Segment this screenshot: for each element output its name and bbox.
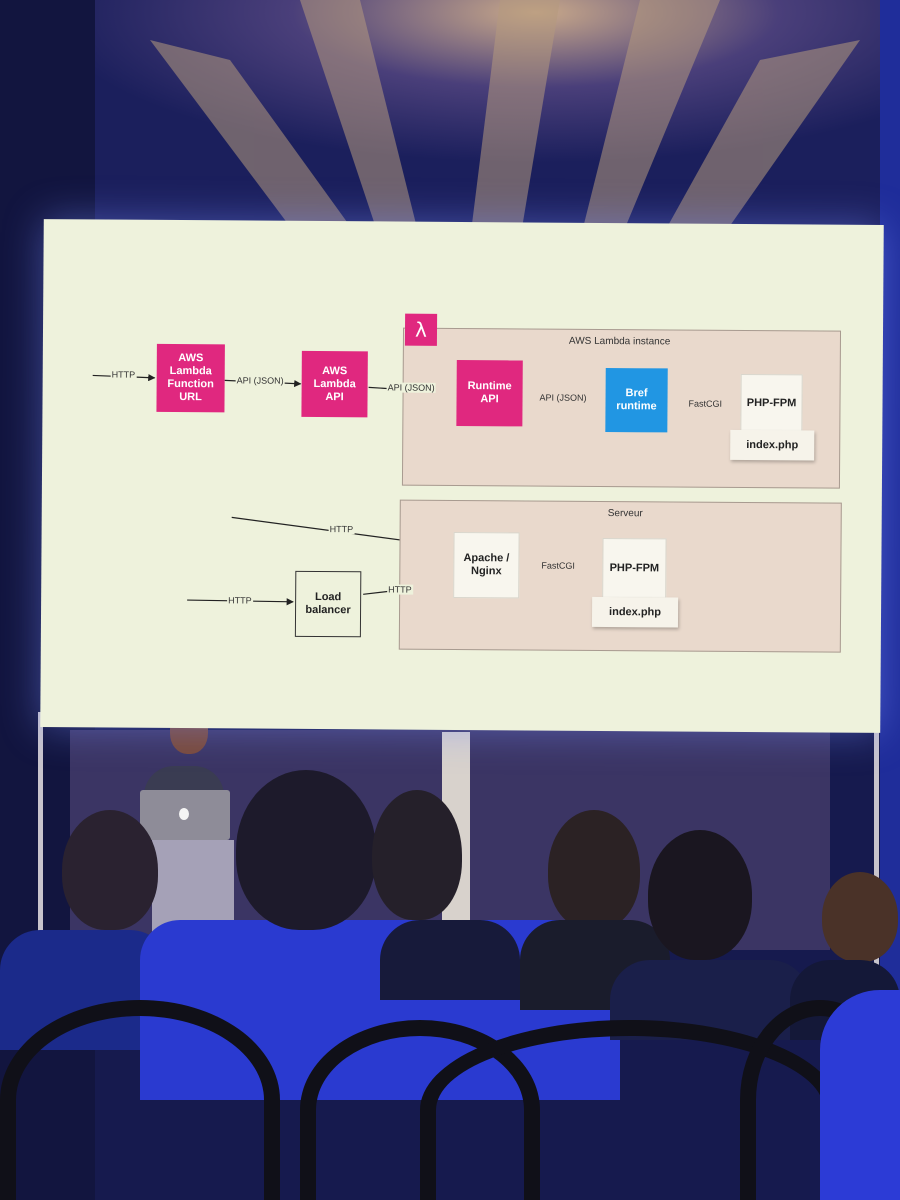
audience-member-far-right-head xyxy=(822,872,898,962)
ceiling-light-rays xyxy=(150,0,860,240)
audience-member-glasses-head xyxy=(372,790,462,920)
node-load-balancer: Load balancer xyxy=(294,570,362,638)
audience-member-foreground-right xyxy=(820,990,900,1200)
edge-label-fastcgi-lambda: FastCGI xyxy=(687,398,724,409)
node-aws-lambda-api: AWS Lambda API xyxy=(301,350,368,418)
group-label-lambda-instance: AWS Lambda instance xyxy=(568,335,671,348)
apple-logo-icon xyxy=(179,808,189,820)
audience-member-right-head xyxy=(648,830,752,960)
screen-stand-left xyxy=(38,712,43,972)
node-aws-lambda-function-url: AWS Lambda Function URL xyxy=(156,343,225,413)
node-apache-nginx: Apache / Nginx xyxy=(453,531,520,599)
edge-label-http-lb-to-apache: HTTP xyxy=(387,584,413,595)
node-index-php-lambda: index.php xyxy=(730,429,815,461)
chair-back-left xyxy=(0,1000,280,1200)
edge-label-http-to-load-balancer: HTTP xyxy=(227,595,253,606)
aws-lambda-icon: λ xyxy=(404,313,438,346)
audience-member-center-head xyxy=(236,770,376,930)
edge-label-api-json-1: API (JSON) xyxy=(235,375,285,386)
node-php-fpm-server: PHP-FPM xyxy=(602,537,667,599)
audience-member-left-head xyxy=(62,810,158,930)
audience-member-glasses-body xyxy=(380,920,520,1000)
node-index-php-server: index.php xyxy=(591,596,679,628)
projected-slide: AWS Lambda instance λ Serveur AWS Lambda… xyxy=(40,219,884,733)
edge-label-http-in-lambda: HTTP xyxy=(110,369,137,380)
group-label-serveur: Serveur xyxy=(607,508,643,520)
audience-member-curly-head xyxy=(548,810,640,930)
node-php-fpm-lambda: PHP-FPM xyxy=(740,373,803,433)
edge-label-api-json-2: API (JSON) xyxy=(386,382,436,393)
node-bref-runtime: Bref runtime xyxy=(605,368,668,433)
edge-label-fastcgi-server: FastCGI xyxy=(540,560,576,571)
node-runtime-api: Runtime API xyxy=(456,359,523,427)
edge-label-api-json-3: API (JSON) xyxy=(538,392,588,403)
screen-stand-right xyxy=(874,728,879,968)
edge-label-http-top-server: HTTP xyxy=(328,524,355,535)
